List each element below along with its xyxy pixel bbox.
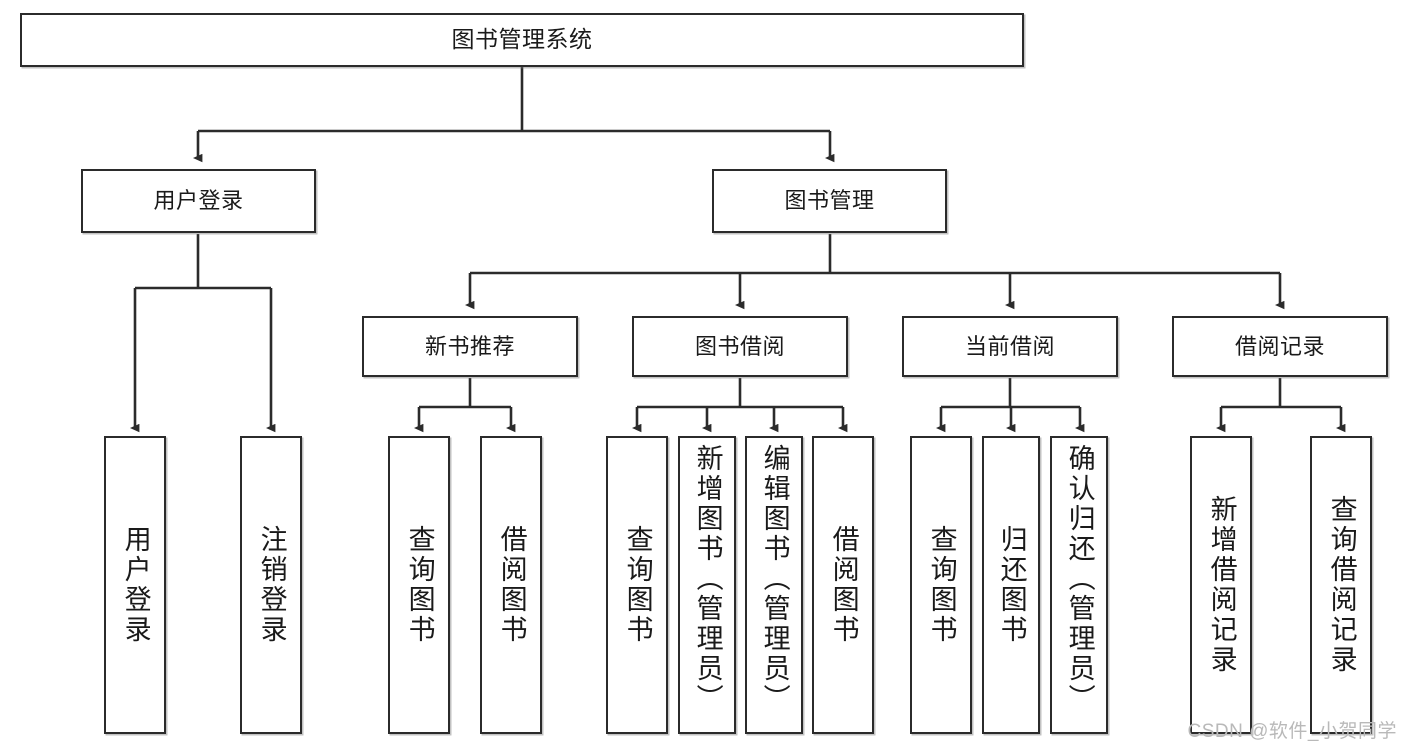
node-user-login[interactable]: 用户登录 xyxy=(81,169,316,233)
node-label: 编辑图书（管理员） xyxy=(759,444,790,714)
node-label: 查询图书 xyxy=(926,525,957,645)
node-label: 图书管理 xyxy=(784,188,875,214)
node-borrow-records[interactable]: 借阅记录 xyxy=(1172,316,1388,377)
node-current-borrow[interactable]: 当前借阅 xyxy=(902,316,1118,377)
leaf-query-book-borrow[interactable]: 查询图书 xyxy=(606,436,668,734)
leaf-query-book-current[interactable]: 查询图书 xyxy=(910,436,972,734)
node-book-management[interactable]: 图书管理 xyxy=(712,169,947,233)
leaf-query-borrow-record[interactable]: 查询借阅记录 xyxy=(1310,436,1372,734)
node-book-borrow[interactable]: 图书借阅 xyxy=(632,316,848,377)
leaf-user-login[interactable]: 用户登录 xyxy=(104,436,166,734)
watermark-text: CSDN @软件_小贺同学 xyxy=(1187,721,1397,742)
node-label: 图书借阅 xyxy=(694,333,785,359)
node-label: 归还图书 xyxy=(996,525,1027,645)
leaf-return-book[interactable]: 归还图书 xyxy=(982,436,1040,734)
leaf-borrow-book-recommend[interactable]: 借阅图书 xyxy=(480,436,542,734)
node-label: 借阅图书 xyxy=(828,525,859,645)
leaf-logout[interactable]: 注销登录 xyxy=(240,436,302,734)
node-label: 图书管理系统 xyxy=(451,26,593,53)
node-label: 注销登录 xyxy=(256,525,287,645)
node-new-book-recommend[interactable]: 新书推荐 xyxy=(362,316,578,377)
node-root-system[interactable]: 图书管理系统 xyxy=(20,13,1024,67)
node-label: 查询图书 xyxy=(622,525,653,645)
node-label: 新书推荐 xyxy=(424,333,515,359)
leaf-query-book-recommend[interactable]: 查询图书 xyxy=(388,436,450,734)
node-label: 确认归还（管理员） xyxy=(1064,444,1095,714)
leaf-borrow-book[interactable]: 借阅图书 xyxy=(812,436,874,734)
node-label: 用户登录 xyxy=(153,188,244,214)
leaf-edit-book-admin[interactable]: 编辑图书（管理员） xyxy=(745,436,803,734)
node-label: 查询借阅记录 xyxy=(1326,495,1357,675)
node-label: 用户登录 xyxy=(120,525,151,645)
leaf-add-book-admin[interactable]: 新增图书（管理员） xyxy=(678,436,736,734)
node-label: 借阅记录 xyxy=(1234,333,1325,359)
leaf-confirm-return-admin[interactable]: 确认归还（管理员） xyxy=(1050,436,1108,734)
node-label: 借阅图书 xyxy=(496,525,527,645)
node-label: 新增图书（管理员） xyxy=(692,444,723,714)
leaf-add-borrow-record[interactable]: 新增借阅记录 xyxy=(1190,436,1252,734)
node-label: 新增借阅记录 xyxy=(1206,495,1237,675)
node-label: 查询图书 xyxy=(404,525,435,645)
node-label: 当前借阅 xyxy=(964,333,1055,359)
